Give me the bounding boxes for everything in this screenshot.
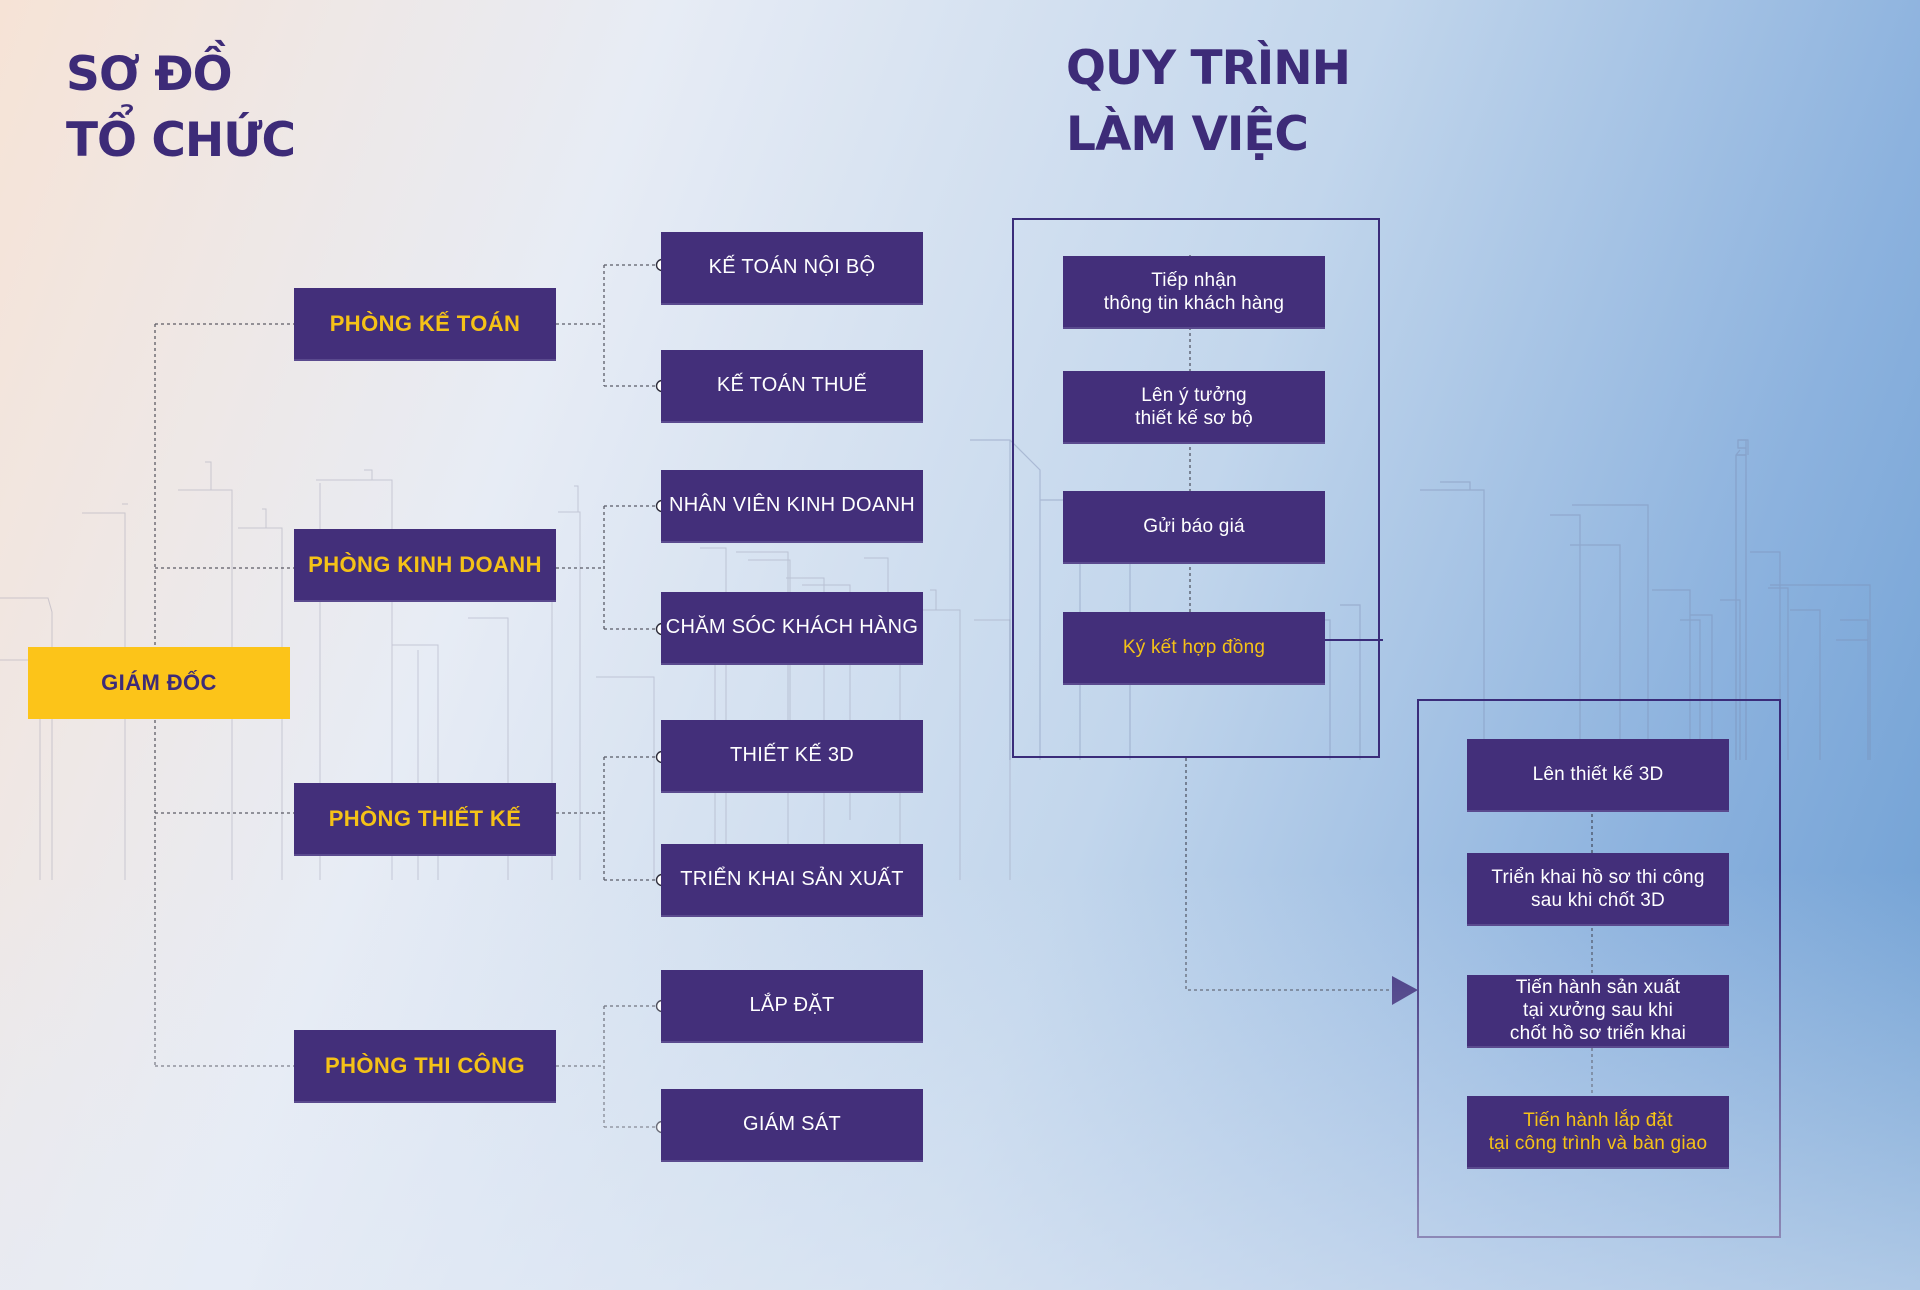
- flow-arrow-icon: [1392, 976, 1418, 1005]
- workflow-step-sign-contract: Ký kết hợp đồng: [1063, 612, 1325, 685]
- step-text-line: Tiếp nhận: [1151, 269, 1237, 291]
- step-text-line: Gửi báo giá: [1143, 516, 1245, 537]
- step-text-line: tại xưởng sau khi: [1522, 1000, 1674, 1021]
- step-text-line: thiết kế sơ bộ: [1135, 407, 1253, 429]
- workflow-heading-line: LÀM VIỆC: [1066, 107, 1309, 162]
- step-text-line: thông tin khách hàng: [1103, 292, 1285, 314]
- subunit-production-deployment: TRIỂN KHAI SẢN XUẤT: [661, 844, 923, 917]
- department-accounting: PHÒNG KẾ TOÁN: [294, 288, 556, 361]
- director-box: GIÁM ĐỐC: [28, 647, 290, 719]
- workflow-step-factory-production: Tiến hành sản xuất tại xưởng sau khi chố…: [1467, 975, 1729, 1048]
- step-text-line: Lên thiết kế 3D: [1532, 764, 1664, 785]
- step-text-line: tại công trình và bàn giao: [1488, 1132, 1708, 1154]
- workflow-step-preliminary-design: Lên ý tưởng thiết kế sơ bộ: [1063, 371, 1325, 444]
- subunit-tax-accounting: KẾ TOÁN THUẾ: [661, 350, 923, 423]
- org-chart-heading: SƠ ĐỒ TỔ CHỨC: [66, 42, 296, 174]
- subunit-supervision: GIÁM SÁT: [661, 1089, 923, 1162]
- workflow-heading-line: QUY TRÌNH: [1066, 41, 1351, 96]
- department-design: PHÒNG THIẾT KẾ: [294, 783, 556, 856]
- subunit-sales-staff: NHÂN VIÊN KINH DOANH: [661, 470, 923, 543]
- workflow-step-3d-design: Lên thiết kế 3D: [1467, 739, 1729, 812]
- step-text-line: Ký kết hợp đồng: [1122, 637, 1266, 658]
- step-text-line: Tiến hành lắp đặt: [1523, 1109, 1673, 1131]
- step-text-line: Triển khai hồ sơ thi công: [1491, 866, 1705, 888]
- subunit-internal-accounting: KẾ TOÁN NỘI BỘ: [661, 232, 923, 305]
- workflow-step-install-handover: Tiến hành lắp đặt tại công trình và bàn …: [1467, 1096, 1729, 1169]
- phase-1-frame: [1012, 218, 1380, 758]
- org-chart-heading-line: TỔ CHỨC: [66, 113, 296, 168]
- step-text-line: Tiến hành sản xuất: [1515, 977, 1681, 998]
- workflow-frames: [1012, 218, 1781, 1238]
- org-chart-heading-line: SƠ ĐỒ: [66, 47, 233, 102]
- step-text-line: Lên ý tưởng: [1141, 384, 1247, 406]
- subunit-customer-care: CHĂM SÓC KHÁCH HÀNG: [661, 592, 923, 665]
- workflow-step-receive-info: Tiếp nhận thông tin khách hàng: [1063, 256, 1325, 329]
- step-text-line: chốt hồ sơ triển khai: [1509, 1023, 1687, 1044]
- department-construction: PHÒNG THI CÔNG: [294, 1030, 556, 1103]
- department-sales: PHÒNG KINH DOANH: [294, 529, 556, 602]
- org-connectors: [154, 255, 1593, 1128]
- step-text-line: sau khi chốt 3D: [1531, 889, 1665, 911]
- workflow-step-construction-docs: Triển khai hồ sơ thi công sau khi chốt 3…: [1467, 853, 1729, 926]
- subunit-installation: LẮP ĐẶT: [661, 970, 923, 1043]
- phase-2-frame: [1417, 699, 1781, 1238]
- skyline-right: [970, 439, 1871, 760]
- subunit-3d-design: THIẾT KẾ 3D: [661, 720, 923, 793]
- workflow-step-send-quote: Gửi báo giá: [1063, 491, 1325, 564]
- workflow-heading: QUY TRÌNH LÀM VIỆC: [1066, 36, 1351, 168]
